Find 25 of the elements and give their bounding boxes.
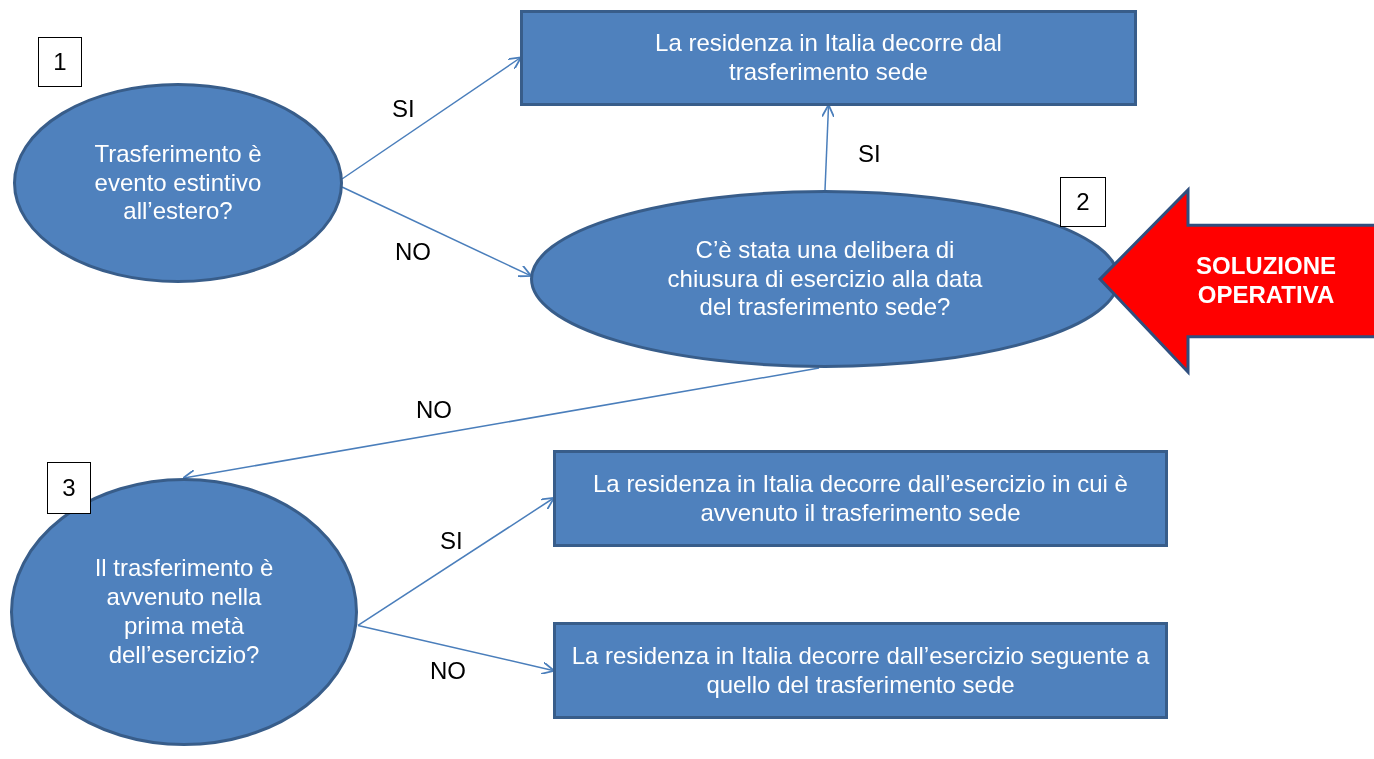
step-number: 2 xyxy=(1060,177,1106,227)
outcome-box xyxy=(553,622,1168,719)
node-text: La residenza in Italia decorre dall’esercizio in cui è avvenuto il trasferimento sede xyxy=(592,469,1129,528)
arrow xyxy=(357,496,555,627)
node-text: La residenza in Italia decorre dall’esercizio seguente a quello del trasferimento sede xyxy=(570,641,1151,700)
outcome-box xyxy=(553,450,1168,547)
edge-label: NO xyxy=(416,396,452,424)
outcome-box xyxy=(520,10,1137,106)
node-text: C’è stata una delibera di chiusura di esercizio alla data del trasferimento sede? xyxy=(666,235,984,323)
edge-label: SI xyxy=(858,140,881,168)
node-text: La residenza in Italia decorre dal trasferimento sede xyxy=(654,29,1003,87)
node-text: Il trasferimento è avvenuto nella prima metà dell’esercizio? xyxy=(94,554,274,670)
callout-text: SOLUZIONE OPERATIVA xyxy=(1195,252,1337,310)
edge-label: NO xyxy=(430,657,466,685)
decision-ellipse xyxy=(10,478,358,746)
node-text: Trasferimento è evento estintivo all’estero? xyxy=(93,139,263,227)
arrow xyxy=(341,56,522,180)
step-number: 1 xyxy=(38,37,82,87)
arrow xyxy=(341,186,532,278)
block-arrow xyxy=(1098,188,1374,374)
edge-label: SI xyxy=(392,95,415,123)
edge-label: SI xyxy=(440,527,463,555)
step-number: 3 xyxy=(47,462,91,514)
edge-label: NO xyxy=(395,238,431,266)
decision-ellipse xyxy=(13,83,343,283)
